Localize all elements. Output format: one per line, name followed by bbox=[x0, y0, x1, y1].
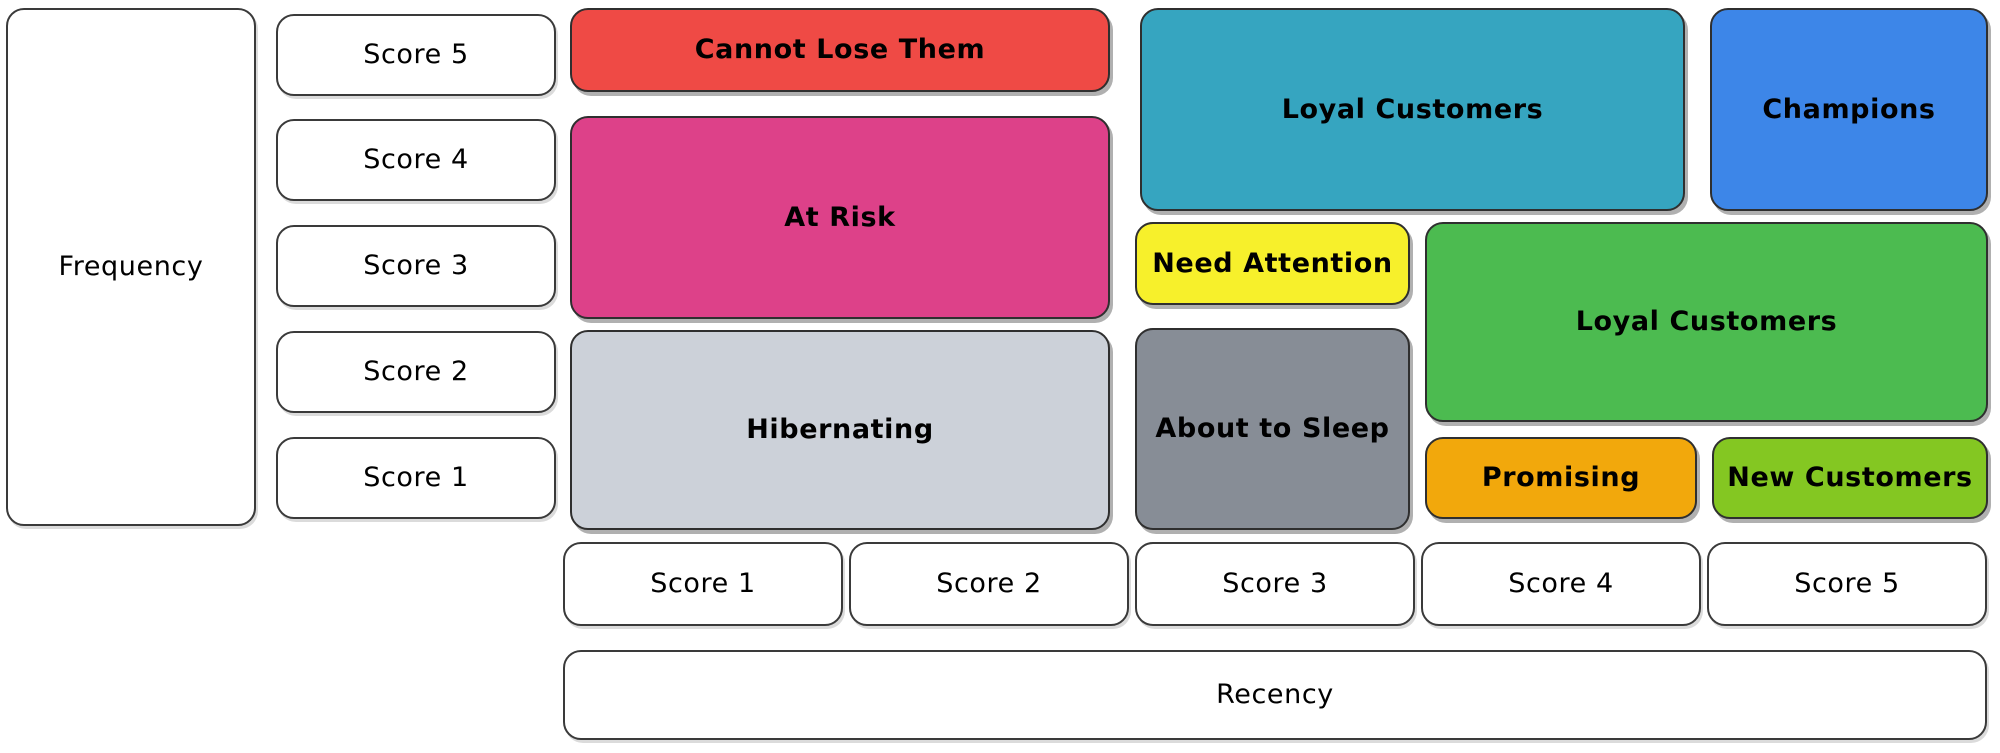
segment-new-customers[interactable]: New Customers bbox=[1712, 437, 1988, 519]
segment-about-to-sleep-label: About to Sleep bbox=[1155, 413, 1390, 445]
frequency-axis-text: Frequency bbox=[58, 251, 204, 283]
recency-axis-text: Recency bbox=[1216, 679, 1334, 711]
frequency-score-3-label: Score 3 bbox=[363, 250, 469, 282]
segment-hibernating-label: Hibernating bbox=[746, 414, 934, 446]
segment-need-attention-label: Need Attention bbox=[1152, 247, 1393, 279]
segment-champions-label: Champions bbox=[1762, 93, 1936, 125]
segment-new-customers-label: New Customers bbox=[1727, 462, 1973, 494]
frequency-score-5-label: Score 5 bbox=[363, 39, 469, 71]
segment-promising-label: Promising bbox=[1481, 462, 1641, 494]
frequency-score-2-label: Score 2 bbox=[363, 356, 469, 388]
segment-cannot-lose-them[interactable]: Cannot Lose Them bbox=[570, 8, 1110, 92]
frequency-score-3[interactable]: Score 3 bbox=[276, 225, 556, 307]
frequency-axis-label: Frequency bbox=[6, 8, 256, 526]
segment-cannot-lose-them-label: Cannot Lose Them bbox=[694, 34, 986, 66]
recency-score-1-label: Score 1 bbox=[650, 568, 756, 600]
recency-score-2[interactable]: Score 2 bbox=[849, 542, 1129, 626]
segment-hibernating[interactable]: Hibernating bbox=[570, 330, 1110, 530]
segment-at-risk[interactable]: At Risk bbox=[570, 116, 1110, 319]
recency-axis-label: Recency bbox=[563, 650, 1987, 740]
frequency-score-4-label: Score 4 bbox=[363, 144, 469, 176]
frequency-score-5[interactable]: Score 5 bbox=[276, 14, 556, 96]
frequency-score-1-label: Score 1 bbox=[363, 462, 469, 494]
frequency-score-1[interactable]: Score 1 bbox=[276, 437, 556, 519]
segment-at-risk-label: At Risk bbox=[784, 201, 896, 233]
recency-score-4[interactable]: Score 4 bbox=[1421, 542, 1701, 626]
frequency-score-4[interactable]: Score 4 bbox=[276, 119, 556, 201]
segment-loyal-customers-green[interactable]: Loyal Customers bbox=[1425, 222, 1988, 422]
recency-score-4-label: Score 4 bbox=[1508, 568, 1614, 600]
segment-loyal-customers-teal[interactable]: Loyal Customers bbox=[1140, 8, 1685, 211]
segment-promising[interactable]: Promising bbox=[1425, 437, 1697, 519]
recency-score-2-label: Score 2 bbox=[936, 568, 1042, 600]
recency-score-1[interactable]: Score 1 bbox=[563, 542, 843, 626]
recency-score-3-label: Score 3 bbox=[1222, 568, 1328, 600]
segment-about-to-sleep[interactable]: About to Sleep bbox=[1135, 328, 1410, 530]
recency-score-5[interactable]: Score 5 bbox=[1707, 542, 1987, 626]
segment-loyal-customers-teal-label: Loyal Customers bbox=[1281, 93, 1544, 125]
segment-loyal-customers-green-label: Loyal Customers bbox=[1575, 306, 1838, 338]
recency-score-3[interactable]: Score 3 bbox=[1135, 542, 1415, 626]
frequency-score-2[interactable]: Score 2 bbox=[276, 331, 556, 413]
recency-score-5-label: Score 5 bbox=[1794, 568, 1900, 600]
segment-need-attention[interactable]: Need Attention bbox=[1135, 222, 1410, 305]
segment-champions[interactable]: Champions bbox=[1710, 8, 1988, 211]
